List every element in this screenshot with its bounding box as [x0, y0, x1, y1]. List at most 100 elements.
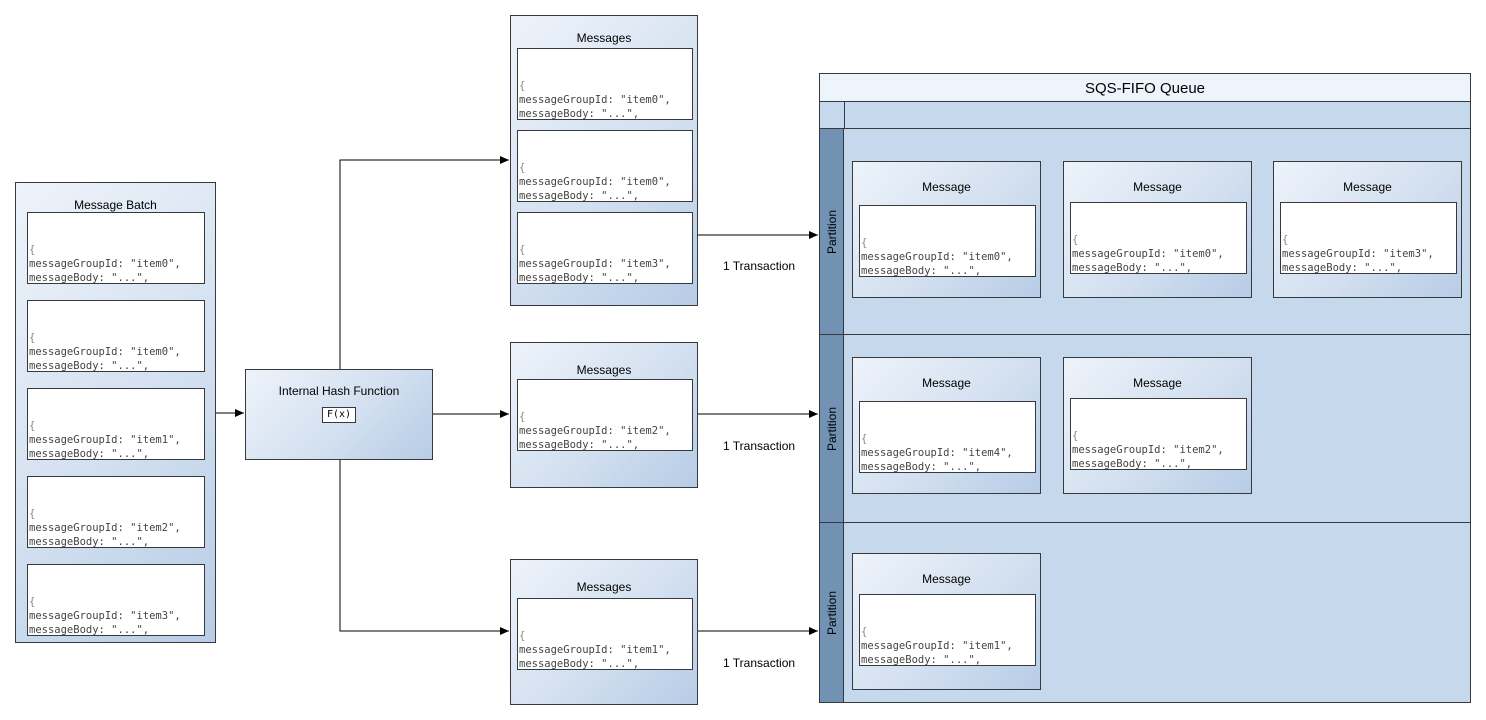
group-message: { messageGroupId: "item2", messageBody: ".… [517, 379, 693, 451]
message-body-line: messageBody: "...", [1072, 458, 1193, 470]
message-open-brace: { [861, 626, 868, 638]
message-body-line: messageBody: "...", [861, 461, 982, 473]
message-open-brace: { [29, 332, 36, 344]
batch-message-4: {messageGroupId: "item2",messageBody: ".… [27, 476, 205, 548]
queue-message-body: { messageGroupId: "item3", messageBody: ".… [1280, 202, 1457, 274]
message-group-line: messageGroupId: "item0", [29, 346, 181, 358]
queue-message-title: Message [1133, 180, 1182, 194]
message-open-brace: { [1282, 234, 1289, 246]
hash-function-title: Internal Hash Function [278, 384, 400, 398]
message-open-brace: { [519, 162, 526, 174]
queue-message: Message {messageGroupId: "item2",message… [1063, 357, 1252, 494]
queue-message-title: Message [922, 180, 971, 194]
message-group-line: messageGroupId: "item0", [29, 258, 181, 270]
messages-group-3: Messages { messageGroupId: "item1", messag… [510, 559, 698, 705]
edge-hash-to-group-3 [339, 460, 509, 635]
message-group-line: messageGroupId: "item3", [1282, 248, 1434, 260]
message-body-line: messageBody: "...", [29, 272, 150, 284]
messages-group-1: Messages { messageGroupId: "item0", messag… [510, 15, 698, 306]
partition-2: Partition Message { messageGroupId: "item… [820, 334, 1470, 522]
message-body-line: messageBody: "...", [519, 439, 640, 451]
queue-message: Message { messageGroupId: "item1", message… [852, 553, 1041, 690]
queue-message-title: Message [922, 572, 971, 586]
message-body-line: messageBody: "...", [1072, 262, 1193, 274]
queue-message-body: { messageGroupId: "item2", messageBody: ".… [1070, 398, 1247, 470]
message-group-line: messageGroupId: "item0", [519, 176, 671, 188]
partition-3: Partition Message { messageGroupId: "item… [820, 522, 1470, 702]
message-group-line: messageGroupId: "item4", [861, 447, 1013, 459]
message-body-line: messageBody: "...", [29, 360, 150, 372]
sqs-fifo-queue: SQS-FIFO Queue Partition Message { messag… [819, 73, 1471, 703]
message-group-line: messageGroupId: "item2", [1072, 444, 1224, 456]
message-body-line: messageBody: "...", [861, 265, 982, 277]
partition-label: Partition [824, 590, 839, 635]
message-open-brace: { [519, 244, 526, 256]
partition-strip: Partition [820, 335, 844, 522]
message-group-line: messageGroupId: "item1", [861, 640, 1013, 652]
hash-function: Internal Hash Function F(x) [245, 369, 433, 460]
messages-group-title: Messages [576, 31, 632, 45]
message-body-line: messageBody: "...", [1282, 262, 1403, 274]
hash-formula: F(x) [322, 407, 356, 423]
message-group-line: messageGroupId: "item1", [29, 434, 181, 446]
message-open-brace: { [1072, 430, 1079, 442]
transaction-label-3: 1 Transaction [723, 656, 796, 670]
queue-title: SQS-FIFO Queue [1084, 80, 1206, 97]
queue-header: SQS-FIFO Queue [820, 74, 1470, 102]
message-batch-title: Message Batch [74, 198, 157, 212]
message-body-line: messageBody: "...", [29, 448, 150, 460]
message-group-line: messageGroupId: "item1", [519, 644, 671, 656]
message-open-brace: { [861, 237, 868, 249]
message-open-brace: { [29, 596, 36, 608]
batch-message-3: { messageGroupId: "item1", messageBody: ".… [27, 388, 205, 460]
message-body-line: messageBody: "...", [519, 108, 640, 120]
queue-message: Message { messageGroupId: "item0", message… [1063, 161, 1252, 298]
queue-message-title: Message [1343, 180, 1392, 194]
message-group-line: messageGroupId: "item0", [861, 251, 1013, 263]
messages-group-2: Messages { messageGroupId: "item2", messag… [510, 342, 698, 488]
message-open-brace: { [1072, 234, 1079, 246]
edge-hash-to-group-1 [339, 156, 509, 369]
message-body-line: messageBody: "...", [519, 190, 640, 202]
group-message: { messageGroupId: "item1", messageBody: ".… [517, 598, 693, 670]
message-open-brace: { [519, 630, 526, 642]
message-body-line: messageBody: "...", [519, 272, 640, 284]
message-group-line: messageGroupId: "item3", [29, 610, 181, 622]
message-group-line: messageGroupId: "item2", [519, 425, 671, 437]
transaction-label-2: 1 Transaction [723, 439, 796, 453]
queue-message-title: Message [922, 376, 971, 390]
queue-message: Message { messageGroupId: "item0", message… [852, 161, 1041, 298]
message-body-line: messageBody: "...", [861, 654, 982, 666]
queue-message-body: { messageGroupId: "item0", messageBody: ".… [1070, 202, 1247, 274]
queue-message: Message { messageGroupId: "item4", message… [852, 357, 1041, 494]
group-message: { messageGroupId: "item3", messageBody: ".… [517, 212, 693, 284]
queue-subheader [844, 102, 1470, 128]
message-open-brace: { [519, 80, 526, 92]
batch-message-1: { messageGroupId: "item0", messageBody: ".… [27, 212, 205, 284]
message-group-line: messageGroupId: "item0", [519, 94, 671, 106]
message-group-line: messageGroupId: "item0", [1072, 248, 1224, 260]
queue-message-body: { messageGroupId: "item0", messageBody: ".… [859, 205, 1036, 277]
partition-label: Partition [824, 209, 839, 254]
group-message: { messageGroupId: "item0", messageBody: ".… [517, 48, 693, 120]
messages-group-title: Messages [576, 363, 632, 377]
queue-message-body: { messageGroupId: "item4", messageBody: ".… [859, 401, 1036, 473]
message-body-line: messageBody: "...", [519, 658, 640, 670]
messages-group-title: Messages [576, 580, 632, 594]
message-open-brace: { [29, 508, 36, 520]
message-open-brace: { [519, 411, 526, 423]
batch-message-2: { messageGroupId: "item0", messageBody: ".… [27, 300, 205, 372]
message-open-brace: { [861, 433, 868, 445]
queue-message-body: { messageGroupId: "item1", messageBody: ".… [859, 594, 1036, 666]
transaction-label-1: 1 Transaction [723, 259, 796, 273]
message-group-line: messageGroupId: "item3", [519, 258, 671, 270]
message-open-brace: { [29, 244, 36, 256]
message-group-line: messageGroupId: "item2", [29, 522, 181, 534]
message-open-brace: { [29, 420, 36, 432]
group-message: { messageGroupId: "item0", messageBody: ".… [517, 130, 693, 202]
message-body-line: messageBody: "...", [29, 624, 150, 636]
partition-label: Partition [824, 406, 839, 451]
batch-message-5: { messageGroupId: "item3", messageBody: ".… [27, 564, 205, 636]
message-batch: Message Batch { messageGroupId: "item0", m… [15, 182, 216, 643]
queue-message: Message { messageGroupId: "item3", message… [1273, 161, 1462, 298]
